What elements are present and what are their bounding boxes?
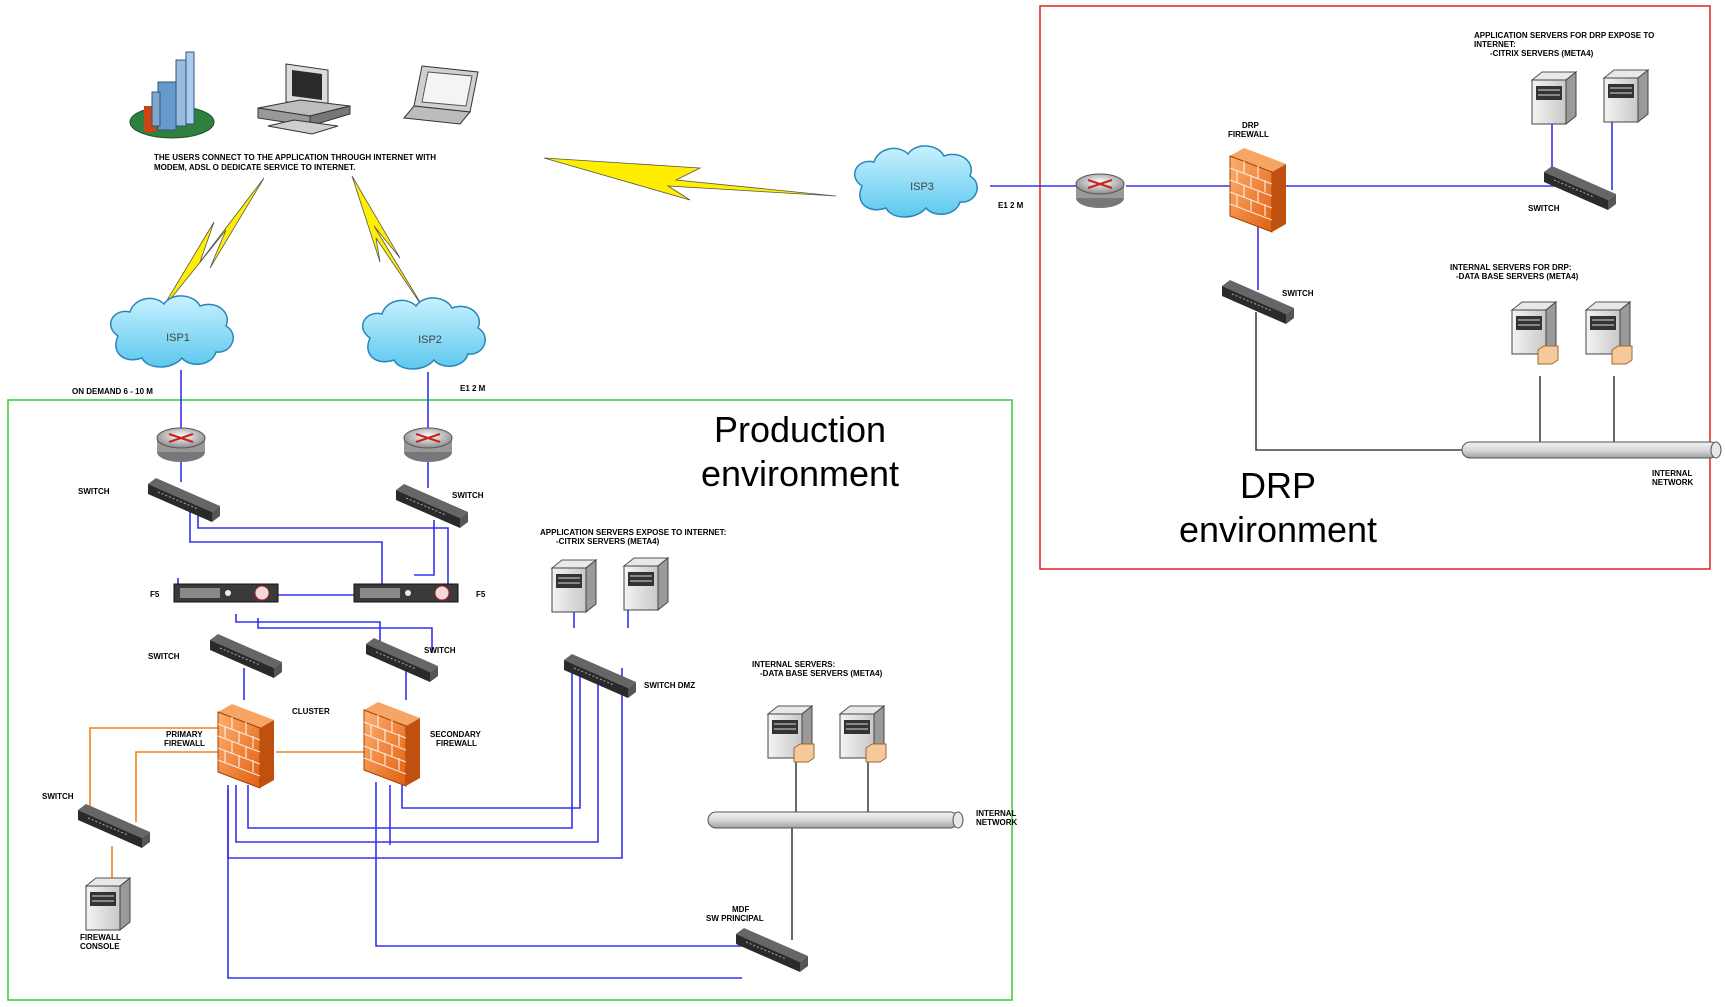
production-title-line1: Production (714, 409, 886, 450)
cluster-label: CLUSTER (292, 707, 330, 716)
secondary-firewall-icon (363, 701, 421, 787)
switch-label-4: SWITCH (424, 646, 456, 655)
network-bus-icon (1461, 441, 1722, 459)
database-tag-icon (1537, 345, 1559, 365)
internal-network-label-2: NETWORK (976, 818, 1018, 827)
laptop-icon (403, 65, 479, 125)
primary-firewall-label-2: FIREWALL (164, 739, 205, 748)
drp-title-line1: DRP (1240, 465, 1316, 506)
drp-switch-label-1: SWITCH (1282, 289, 1314, 298)
server-icon (551, 559, 597, 613)
mdf-label-1: MDF (732, 905, 749, 914)
drp-app-servers-label-3: -CITRIX SERVERS (META4) (1490, 49, 1594, 58)
lightning-link-icon (543, 157, 837, 201)
isp3-router-icon (1074, 172, 1126, 210)
f5-label-2: F5 (476, 590, 486, 599)
drp-firewall-label-2: FIREWALL (1228, 130, 1269, 139)
drp-internal-servers-label-1: INTERNAL SERVERS FOR DRP: (1450, 263, 1572, 272)
isp2-link-speed: E1 2 M (460, 384, 486, 393)
load-balancer-icon (353, 583, 459, 603)
drp-links (990, 118, 1615, 451)
firewall-console-label-1: FIREWALL (80, 933, 121, 942)
building-icon (129, 51, 215, 139)
drp-internal-servers-label-2: -DATA BASE SERVERS (META4) (1456, 272, 1579, 281)
isp1-label: ISP1 (166, 332, 190, 344)
drp-title-line2: environment (1179, 509, 1377, 550)
switch-dmz-label: SWITCH DMZ (644, 681, 695, 690)
database-tag-icon (1611, 345, 1633, 365)
mdf-switch-icon (735, 927, 809, 973)
server-icon (623, 557, 669, 611)
drp-firewall-label-1: DRP (1242, 121, 1260, 130)
server-icon (1603, 69, 1649, 123)
drp-environment-box (1039, 5, 1711, 570)
switch-label-5: SWITCH (42, 792, 74, 801)
users-note-line1: THE USERS CONNECT TO THE APPLICATION THR… (154, 153, 436, 162)
drp-app-servers-label-2: INTERNET: (1474, 40, 1516, 49)
isp3-label: ISP3 (910, 181, 934, 193)
switch-label-1: SWITCH (78, 487, 110, 496)
internal-servers-label-2: -DATA BASE SERVERS (META4) (760, 669, 883, 678)
isp2-router-icon (402, 426, 454, 464)
production-environment-box (7, 399, 1013, 1001)
firewall-console-server-icon (85, 877, 131, 931)
isp2-label: ISP2 (418, 334, 442, 346)
drp-switch-label-2: SWITCH (1528, 204, 1560, 213)
app-servers-label-2: -CITRIX SERVERS (META4) (556, 537, 660, 546)
desktop-computer-icon (257, 63, 351, 135)
drp-firewall-icon (1229, 147, 1287, 233)
database-tag-icon (865, 743, 887, 763)
switch-label-3: SWITCH (148, 652, 180, 661)
load-balancer-icon (173, 583, 279, 603)
app-servers-label-1: APPLICATION SERVERS EXPOSE TO INTERNET: (540, 528, 726, 537)
secondary-firewall-label-2: FIREWALL (436, 739, 477, 748)
switch-label-2: SWITCH (452, 491, 484, 500)
drp-app-servers-label-1: APPLICATION SERVERS FOR DRP EXPOSE TO (1474, 31, 1654, 40)
internal-servers-label-1: INTERNAL SERVERS: (752, 660, 835, 669)
internal-network-label-1: INTERNAL (976, 809, 1017, 818)
firewall-console-label-2: CONSOLE (80, 942, 120, 951)
network-bus-icon (707, 811, 964, 829)
lightning-link-icon (351, 175, 427, 313)
isp3-link-speed: E1 2 M (998, 201, 1024, 210)
switch-icon (77, 803, 151, 849)
drp-internal-network-label-2: NETWORK (1652, 478, 1694, 487)
production-title-line2: environment (701, 453, 899, 494)
primary-firewall-icon (217, 703, 275, 789)
switch-dmz-icon (563, 653, 637, 699)
switch-icon (147, 477, 221, 523)
drp-internal-network-label-1: INTERNAL (1652, 469, 1693, 478)
server-icon (1531, 71, 1577, 125)
isp1-router-icon (155, 426, 207, 464)
secondary-firewall-label-1: SECONDARY (430, 730, 481, 739)
mdf-label-2: SW PRINCIPAL (706, 914, 764, 923)
database-tag-icon (793, 743, 815, 763)
users-note-line2: MODEM, ADSL O DEDICATE SERVICE TO INTERN… (154, 163, 355, 172)
isp1-link-speed: ON DEMAND 6 - 10 M (72, 387, 153, 396)
lightning-link-icon (159, 177, 265, 313)
primary-firewall-label-1: PRIMARY (166, 730, 203, 739)
switch-icon (209, 633, 283, 679)
f5-label-1: F5 (150, 590, 160, 599)
switch-icon (365, 637, 439, 683)
